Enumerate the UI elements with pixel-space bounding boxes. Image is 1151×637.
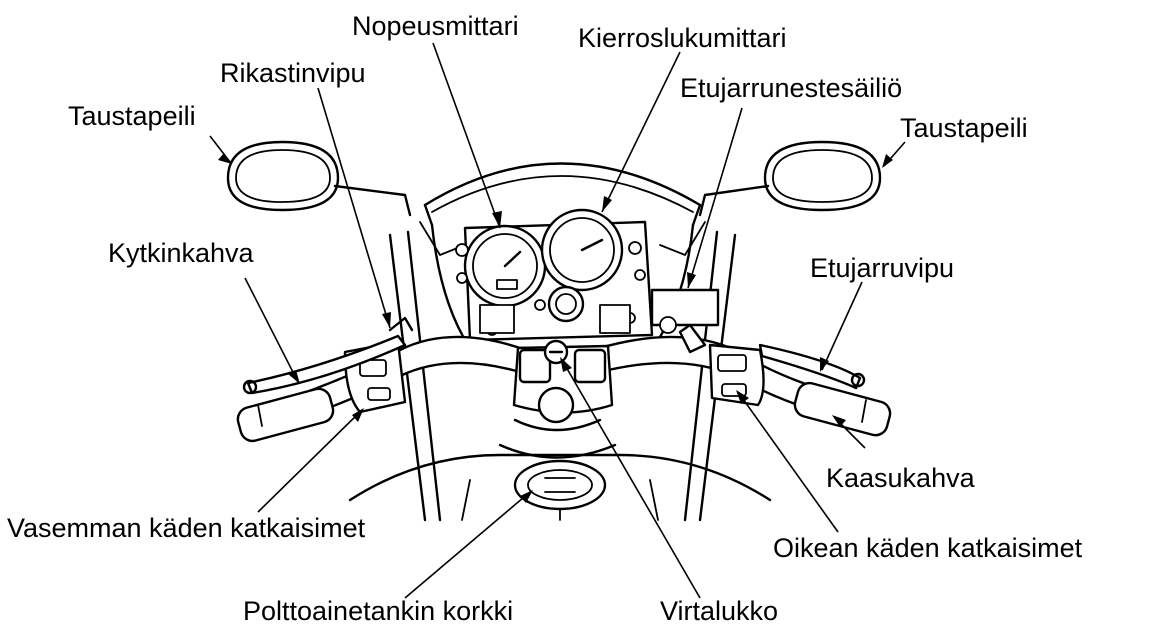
label-right-mirror: Taustapeili (900, 115, 1028, 142)
label-left-handlebar-switches: Vasemman käden katkaisimet (7, 515, 365, 542)
label-brake-fluid-reservoir: Etujarrunestesäiliö (680, 75, 902, 102)
left-mirror (228, 142, 410, 215)
label-right-handlebar-switches: Oikean käden katkaisimet (773, 535, 1082, 562)
label-clutch-lever: Kytkinkahva (108, 240, 254, 267)
ignition-switch (545, 341, 567, 363)
label-ignition-switch: Virtalukko (660, 598, 778, 625)
label-speedometer: Nopeusmittari (352, 13, 519, 40)
fuel-tank-cap (515, 461, 605, 509)
label-tachometer: Kierroslukumittari (578, 25, 787, 52)
tachometer-gauge (542, 210, 622, 290)
right-mirror (700, 142, 880, 215)
label-fuel-tank-cap: Polttoainetankin korkki (243, 598, 513, 625)
label-throttle-grip: Kaasukahva (826, 465, 975, 492)
right-switch-housing (710, 345, 764, 405)
label-choke-lever: Rikastinvipu (220, 60, 366, 87)
right-grip (792, 380, 893, 437)
speedometer-gauge (465, 226, 545, 306)
label-left-mirror: Taustapeili (68, 103, 196, 130)
left-grip (235, 386, 336, 443)
label-front-brake-lever: Etujarruvipu (810, 255, 954, 282)
